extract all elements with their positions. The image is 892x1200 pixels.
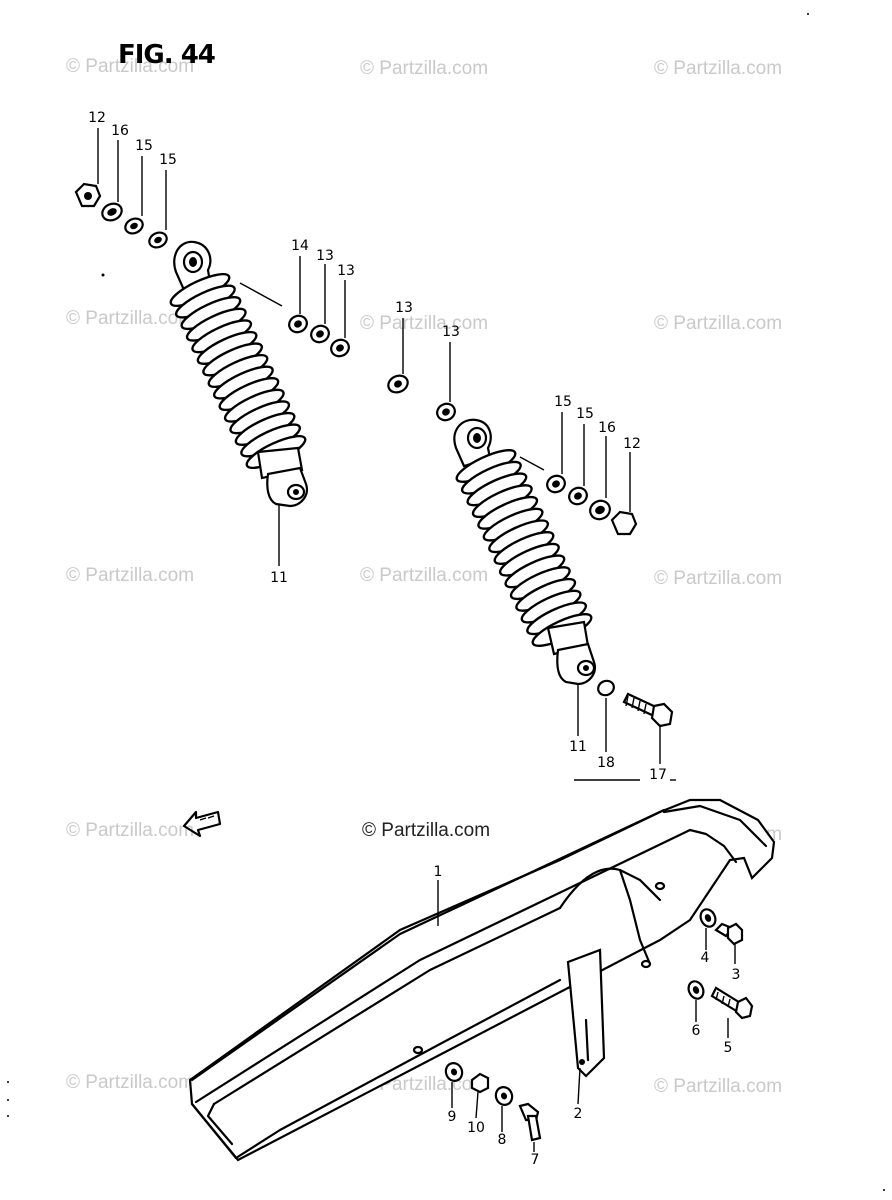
watermark: © Partzilla.com — [654, 58, 783, 79]
shock-absorber-icon — [453, 418, 596, 736]
callout-4: 4 — [700, 950, 710, 966]
watermark: © Partzilla.com — [66, 820, 195, 841]
callout-12: 12 — [623, 436, 641, 452]
bolt-icon — [710, 986, 754, 1038]
watermark: © Partzilla.com — [66, 56, 195, 77]
callout-2: 2 — [573, 1106, 583, 1122]
callout-3: 3 — [731, 967, 741, 983]
callout-15: 15 — [576, 406, 594, 422]
washer-icon — [387, 318, 409, 394]
callout-7: 7 — [530, 1152, 540, 1168]
washer-icon — [444, 1062, 464, 1108]
bolt-icon — [622, 692, 674, 764]
washer-icon — [330, 280, 350, 358]
washer-icon — [124, 156, 144, 235]
callout-10: 10 — [467, 1120, 485, 1136]
bolt-icon — [714, 922, 744, 964]
washer-icon — [101, 140, 123, 222]
figure-title: FIG. 44 — [118, 40, 216, 70]
washer-icon — [436, 342, 456, 422]
callout-13: 13 — [316, 248, 334, 264]
bolt-icon — [518, 1102, 542, 1152]
watermark-center: © Partzilla.com — [362, 820, 491, 841]
watermark: © Partzilla.com — [66, 565, 195, 586]
callout-13: 13 — [337, 263, 355, 279]
callout-16: 16 — [598, 420, 616, 436]
callout-12: 12 — [88, 110, 106, 126]
callout-14: 14 — [291, 238, 309, 254]
callout-15: 15 — [554, 394, 572, 410]
watermark: © Partzilla.com — [360, 58, 489, 79]
callout-6: 6 — [691, 1023, 701, 1039]
watermark: © Partzilla.com — [360, 565, 489, 586]
callout-1: 1 — [433, 864, 443, 880]
callout-11: 11 — [270, 570, 288, 586]
callout-13: 13 — [442, 324, 460, 340]
washer-icon — [568, 424, 588, 506]
callout-5: 5 — [723, 1040, 733, 1056]
watermark: © Partzilla.com — [66, 1072, 195, 1093]
nut-icon — [74, 128, 102, 208]
nut-icon — [610, 452, 638, 536]
shock-absorber-icon — [169, 240, 308, 566]
callout-15: 15 — [135, 138, 153, 154]
washer-icon — [589, 436, 611, 521]
callout-16: 16 — [111, 123, 129, 139]
washer-icon — [597, 679, 615, 752]
watermark: © Partzilla.com — [654, 313, 783, 334]
washer-icon — [310, 264, 330, 344]
callout-17: 17 — [649, 767, 667, 783]
callout-11: 11 — [569, 739, 587, 755]
callout-13: 13 — [395, 300, 413, 316]
watermark: © Partzilla.com — [654, 568, 783, 589]
washer-icon — [148, 170, 168, 249]
washer-icon — [687, 980, 705, 1022]
watermark: © Partzilla.com — [654, 1076, 783, 1097]
callout-15: 15 — [159, 152, 177, 168]
watermark: © Partzilla.com — [360, 313, 489, 334]
washer-icon — [546, 412, 566, 494]
washer-icon — [288, 256, 308, 334]
callout-8: 8 — [497, 1132, 507, 1148]
callout-18: 18 — [597, 755, 615, 771]
callout-9: 9 — [447, 1109, 457, 1125]
washer-icon — [699, 908, 717, 950]
front-direction-arrow-icon — [182, 810, 222, 838]
nut-icon — [470, 1072, 490, 1119]
chain-case-icon — [188, 798, 776, 1162]
watermark: © Partzilla.com — [66, 308, 195, 329]
washer-icon — [494, 1086, 514, 1132]
